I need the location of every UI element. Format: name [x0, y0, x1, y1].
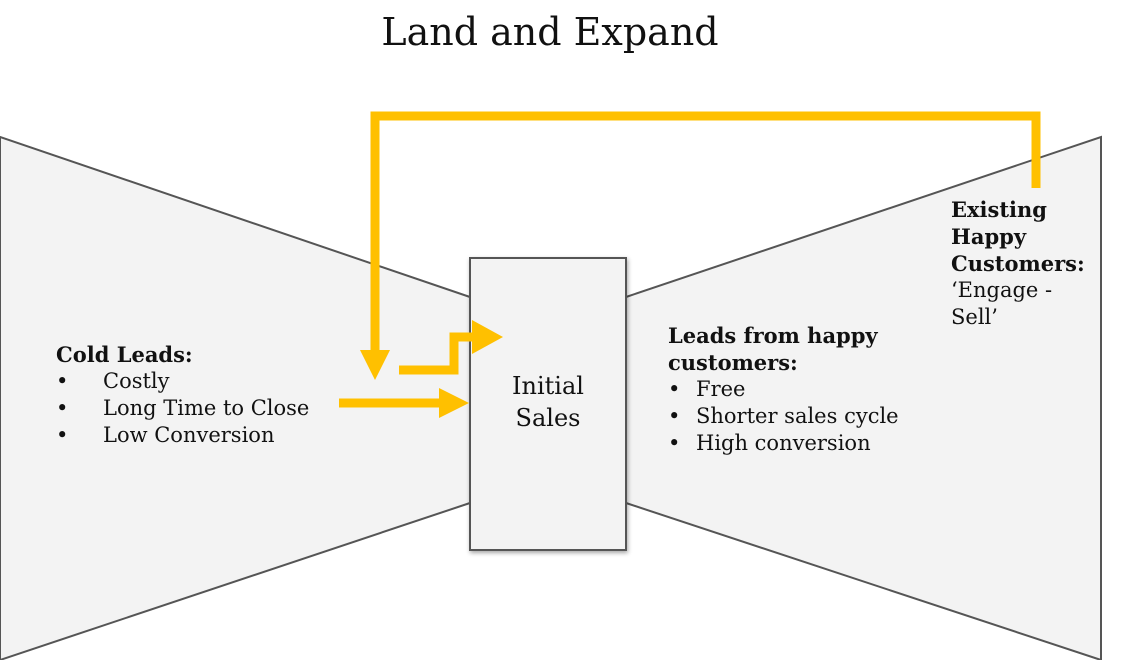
- bullet-icon: •: [668, 377, 681, 401]
- happy-leads-heading-line2: customers:: [668, 350, 798, 375]
- bullet-icon: •: [56, 396, 69, 420]
- list-item: • Long Time to Close: [56, 395, 356, 422]
- happy-leads-block: Leads from happy customers: • Free • Short…: [668, 322, 928, 457]
- existing-customers-block: Existing Happy Customers: ‘Engage - Sell…: [951, 196, 1111, 331]
- cold-leads-block: Cold Leads: • Costly • Long Time to Close …: [56, 341, 356, 449]
- existing-customers-line4: ‘Engage -: [951, 278, 1053, 302]
- initial-sales-box: [469, 257, 627, 551]
- existing-customers-line5: Sell’: [951, 305, 998, 329]
- initial-sales-label: Initial Sales: [470, 370, 626, 434]
- existing-customers-line2: Happy: [951, 224, 1027, 249]
- bullet-icon: •: [56, 369, 69, 393]
- list-item: • Shorter sales cycle: [668, 403, 928, 430]
- cold-leads-item: Low Conversion: [103, 423, 275, 447]
- cold-leads-list: • Costly • Long Time to Close • Low Convers…: [56, 368, 356, 449]
- happy-leads-heading-line1: Leads from happy: [668, 323, 878, 348]
- straight-arrow-head: [439, 388, 469, 418]
- loop-arrow-line: [370, 111, 1041, 352]
- happy-leads-item: Shorter sales cycle: [696, 404, 899, 428]
- stepped-arrow-head: [472, 320, 503, 354]
- stepped-arrow-line: [399, 332, 475, 375]
- happy-leads-item: Free: [696, 377, 746, 401]
- bullet-icon: •: [56, 423, 69, 447]
- list-item: • High conversion: [668, 430, 928, 457]
- bullet-icon: •: [668, 431, 681, 455]
- happy-leads-item: High conversion: [696, 431, 871, 455]
- existing-customers-line3: Customers:: [951, 251, 1085, 276]
- existing-customers-line1: Existing: [951, 197, 1047, 222]
- initial-sales-line1: Initial: [512, 372, 584, 400]
- bullet-icon: •: [668, 404, 681, 428]
- cold-leads-heading: Cold Leads:: [56, 342, 193, 367]
- cold-leads-item: Costly: [103, 369, 170, 393]
- cold-leads-item: Long Time to Close: [103, 396, 310, 420]
- list-item: • Costly: [56, 368, 356, 395]
- loop-arrow-head: [360, 350, 390, 380]
- diagram-title: Land and Expand: [381, 10, 719, 54]
- initial-sales-line2: Sales: [515, 404, 581, 432]
- happy-leads-list: • Free • Shorter sales cycle • High convers…: [668, 376, 928, 457]
- list-item: • Free: [668, 376, 928, 403]
- list-item: • Low Conversion: [56, 422, 356, 449]
